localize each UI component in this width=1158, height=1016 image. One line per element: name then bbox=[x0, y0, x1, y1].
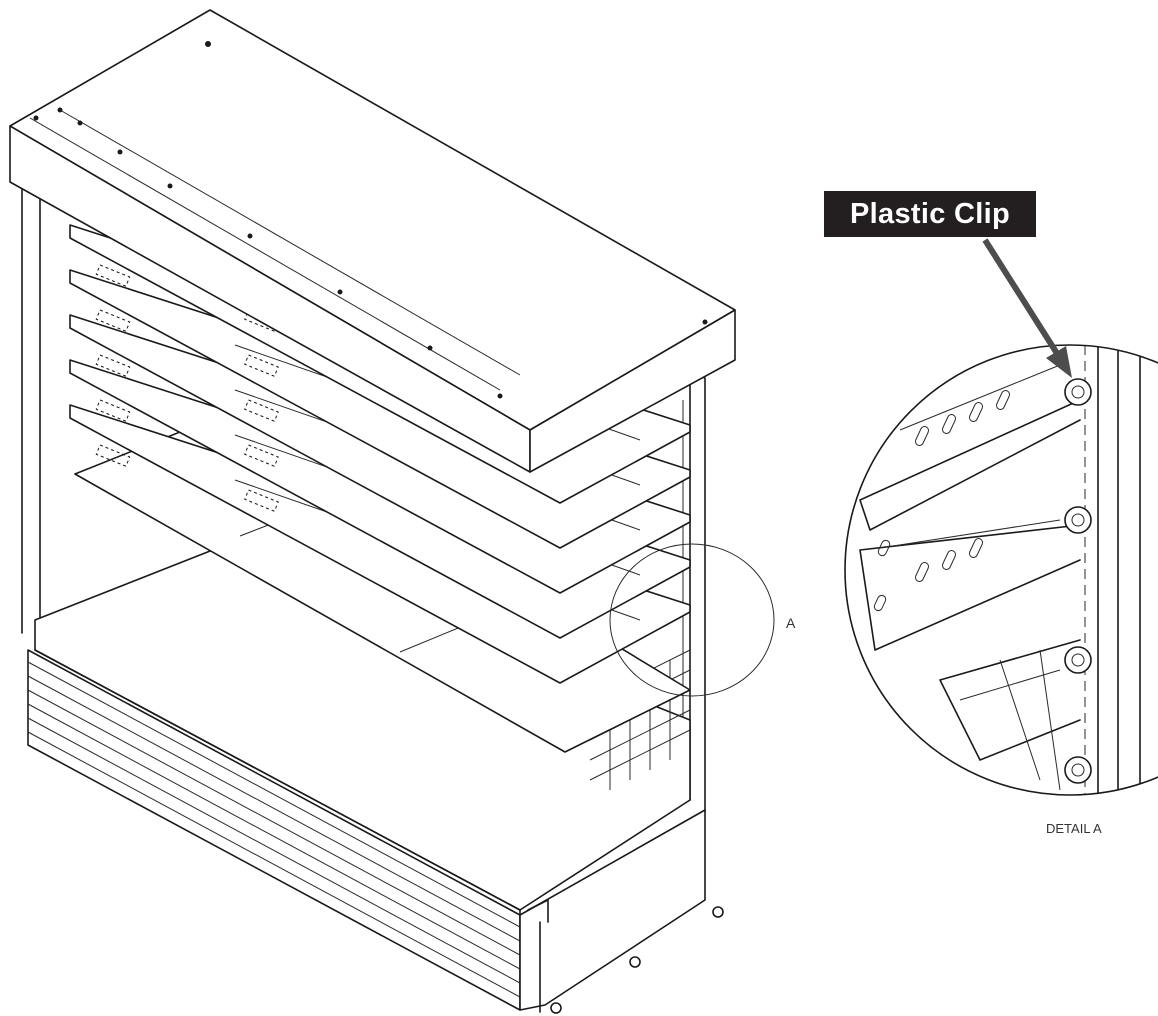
callout-arrow bbox=[982, 238, 1072, 378]
display-case bbox=[9, 9, 736, 1014]
plastic-clip-icon bbox=[1064, 378, 1092, 784]
detail-a-view: DETAIL A bbox=[844, 344, 1158, 836]
detail-a-caption: DETAIL A bbox=[1046, 821, 1102, 836]
detail-a-marker: A bbox=[609, 543, 796, 697]
plastic-clip-callout: Plastic Clip bbox=[824, 191, 1036, 237]
detail-a-marker-letter: A bbox=[786, 615, 796, 631]
